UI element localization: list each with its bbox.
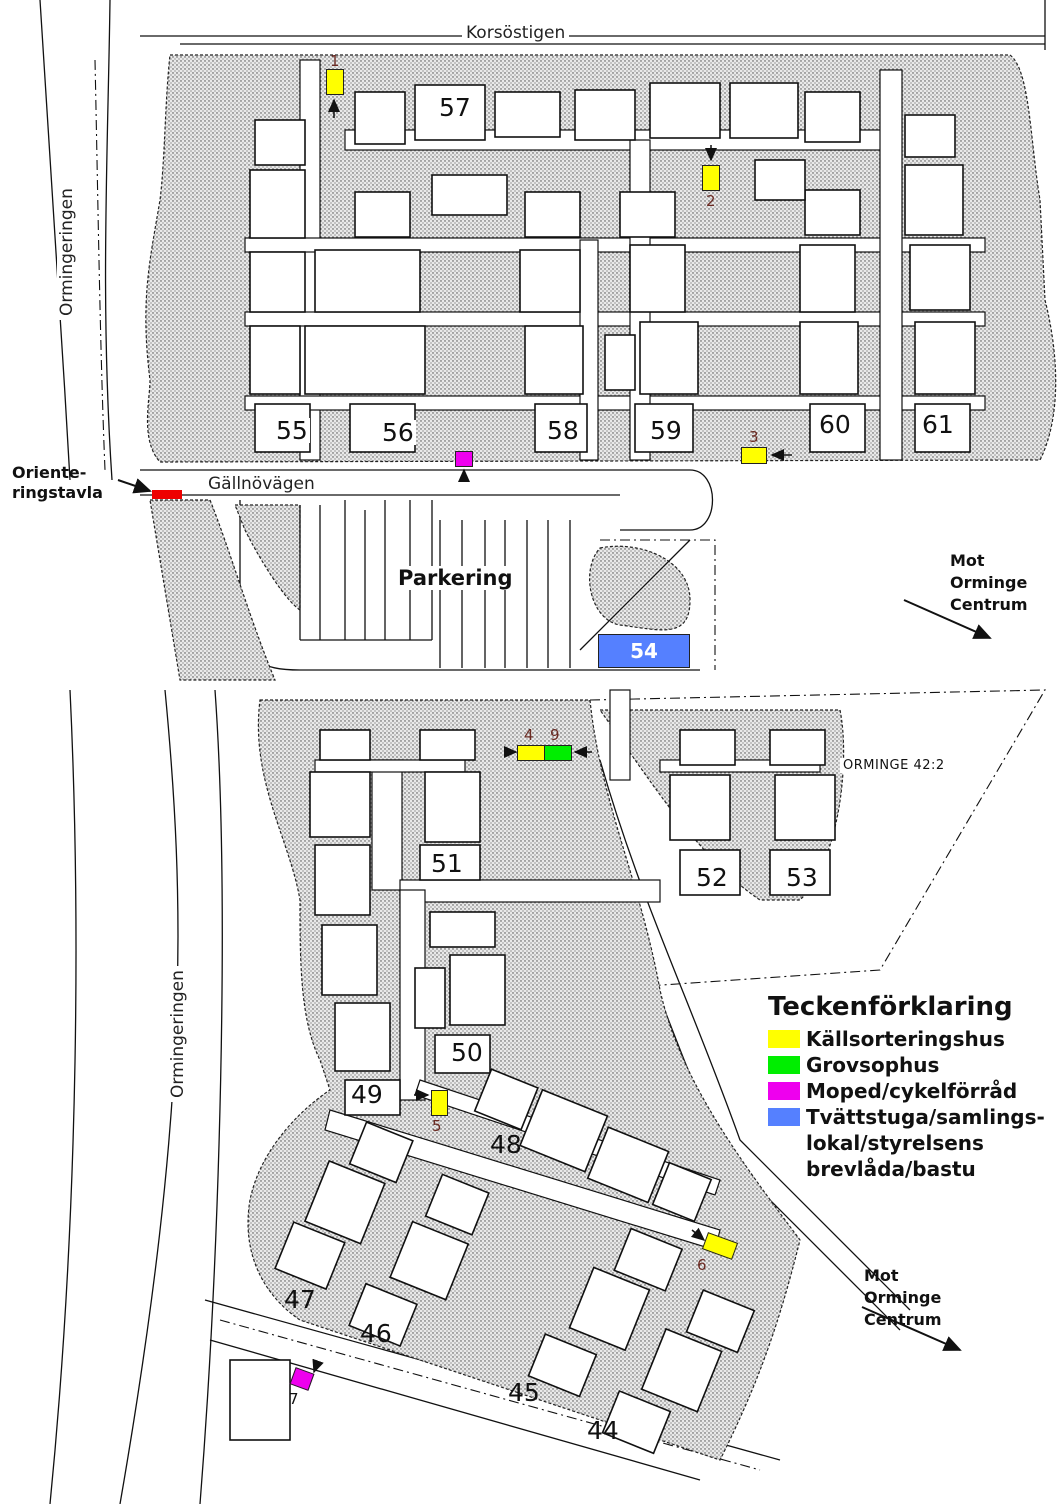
road-label-ormingeringen-upper: Ormingeringen bbox=[57, 184, 77, 320]
house-44: 44 bbox=[587, 1416, 619, 1445]
house-49: 49 bbox=[349, 1080, 385, 1109]
house-61: 61 bbox=[920, 410, 956, 439]
legend-swatch-yellow bbox=[768, 1030, 800, 1048]
legend-label: Källsorteringshus bbox=[806, 1027, 1005, 1051]
bulky-waste-house-9[interactable] bbox=[544, 745, 572, 761]
recycling-house-3[interactable] bbox=[741, 447, 767, 464]
legend-label: Grovsophus bbox=[806, 1053, 940, 1077]
buildings-upper bbox=[249, 82, 976, 453]
house-59: 59 bbox=[648, 416, 684, 445]
house-47: 47 bbox=[284, 1285, 316, 1314]
marker-number-7: 7 bbox=[289, 1390, 299, 1408]
legend-label: Tvättstuga/samlings- lokal/styrelsens br… bbox=[806, 1105, 1045, 1181]
legend-swatch-green bbox=[768, 1056, 800, 1074]
legend-swatch-blue bbox=[768, 1108, 800, 1126]
house-57: 57 bbox=[437, 93, 473, 122]
house-45: 45 bbox=[508, 1378, 540, 1407]
marker-number-5: 5 bbox=[432, 1117, 442, 1135]
legend-item-bulky-waste: Grovsophus bbox=[768, 1052, 1062, 1078]
marker-number-6: 6 bbox=[697, 1256, 707, 1274]
marker-number-2: 2 bbox=[706, 192, 716, 210]
legend-title: Teckenförklaring bbox=[768, 992, 1013, 1022]
direction-label-lower: Mot Orminge Centrum bbox=[864, 1266, 942, 1329]
orienteering-board-label: Oriente- ringstavla bbox=[12, 463, 103, 502]
house-58: 58 bbox=[545, 416, 581, 445]
house-48: 48 bbox=[490, 1130, 522, 1159]
legend-item-laundry: Tvättstuga/samlings- lokal/styrelsens br… bbox=[768, 1104, 1062, 1182]
parking-label: Parkering bbox=[395, 566, 516, 590]
recycling-house-5[interactable] bbox=[431, 1090, 448, 1116]
marker-number-4: 4 bbox=[524, 726, 534, 744]
legend-item-bike-storage: Moped/cykelförråd bbox=[768, 1078, 1062, 1104]
roads-upper bbox=[39, 0, 1046, 531]
legend: Teckenförklaring Källsorteringshus Grovs… bbox=[768, 992, 1062, 1182]
road-label-gallnovagen: Gällnövägen bbox=[208, 474, 315, 494]
orienteering-board-marker[interactable] bbox=[152, 490, 182, 499]
house-53: 53 bbox=[784, 863, 820, 892]
legend-label: Moped/cykelförråd bbox=[806, 1079, 1018, 1103]
house-51: 51 bbox=[429, 849, 465, 878]
road-label-ormingeringen-lower: Ormingeringen bbox=[168, 966, 188, 1102]
legend-swatch-magenta bbox=[768, 1082, 800, 1100]
bike-storage-upper[interactable] bbox=[455, 451, 473, 467]
legend-item-recycling: Källsorteringshus bbox=[768, 1026, 1062, 1052]
direction-label-upper: Mot Orminge Centrum bbox=[950, 551, 1028, 614]
pointer-arrows bbox=[117, 98, 992, 1374]
house-50: 50 bbox=[449, 1038, 485, 1067]
marker-number-3: 3 bbox=[749, 428, 759, 446]
recycling-house-1[interactable] bbox=[326, 69, 344, 95]
house-60: 60 bbox=[817, 410, 853, 439]
house-54: 54 bbox=[630, 639, 658, 663]
marker-number-9: 9 bbox=[550, 726, 560, 744]
parking-area bbox=[149, 499, 716, 681]
recycling-house-4[interactable] bbox=[517, 745, 545, 761]
road-label-korsostigen: Korsöstigen bbox=[462, 23, 570, 43]
house-46: 46 bbox=[360, 1319, 392, 1348]
house-55: 55 bbox=[274, 416, 310, 445]
property-label: ORMINGE 42:2 bbox=[840, 758, 948, 773]
house-56: 56 bbox=[380, 418, 416, 447]
buildings-lower bbox=[229, 729, 836, 1455]
marker-number-1: 1 bbox=[330, 52, 340, 70]
building-54-laundry[interactable]: 54 bbox=[598, 634, 690, 668]
house-52: 52 bbox=[694, 863, 730, 892]
recycling-house-2[interactable] bbox=[702, 165, 720, 191]
